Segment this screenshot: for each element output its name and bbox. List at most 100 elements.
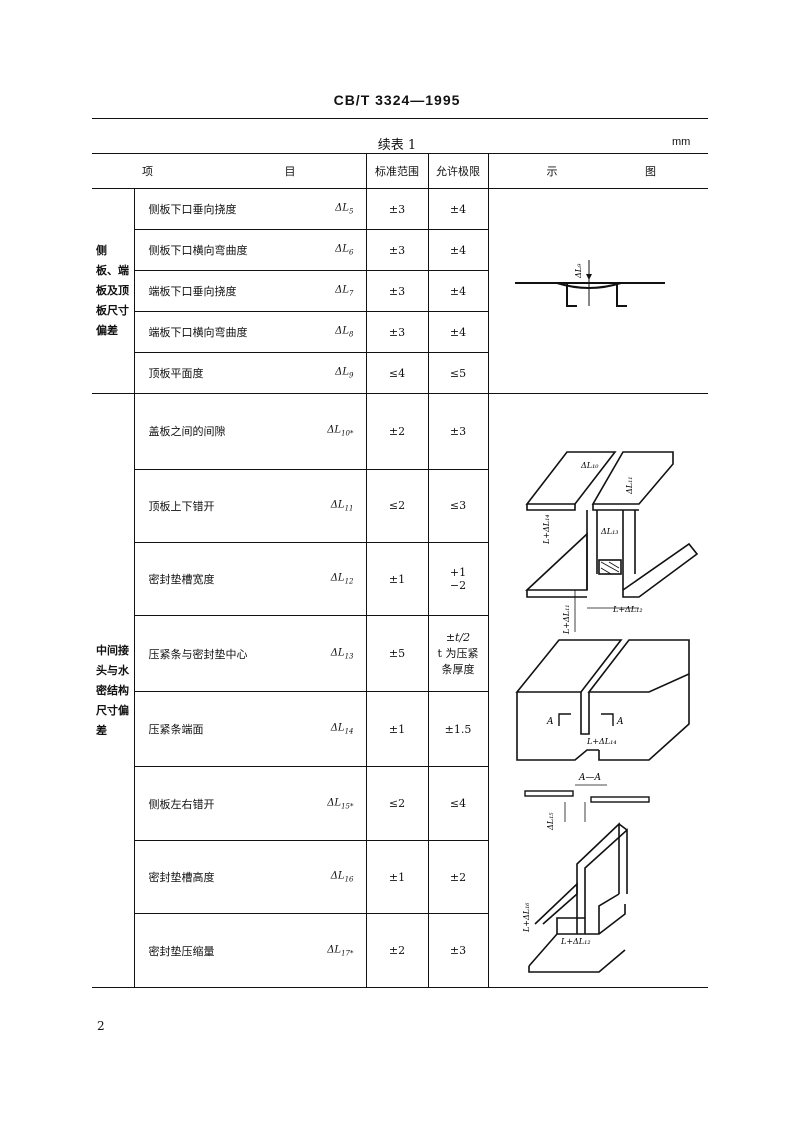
row-symbol: ΔL13	[330, 647, 354, 661]
row-range: ≤2	[365, 469, 429, 543]
row-symbol: ΔL5	[335, 202, 354, 216]
row-symbol: ΔL15*	[327, 797, 354, 811]
row-range: ±2	[365, 913, 429, 988]
row-symbol: ΔL9	[335, 366, 354, 380]
svg-text:A: A	[546, 717, 554, 727]
row-limit: ±4	[427, 311, 488, 353]
figure-2-cell: ΔL₁₀ ΔL₁₁ ΔL₁₃ L+ΔL₁₄ L+ΔL₁₂ L+ΔL₁₁	[487, 393, 708, 988]
svg-text:ΔL₁₅: ΔL₁₅	[546, 812, 555, 831]
svg-text:L+ΔL₁₆: L+ΔL₁₆	[522, 902, 531, 933]
row-range: ±3	[365, 270, 429, 312]
header-range: 标准范围	[365, 153, 429, 189]
svg-text:ΔL₁₁: ΔL₁₁	[625, 476, 634, 495]
row-symbol: ΔL6	[335, 243, 354, 257]
row-symbol: ΔL14	[330, 722, 354, 736]
row-range: ±1	[365, 840, 429, 915]
row-limit: ±2	[427, 840, 488, 915]
row-range: ±5	[365, 615, 429, 692]
svg-text:L+ΔL₁₄: L+ΔL₁₄	[542, 514, 551, 545]
svg-text:L+ΔL₁₁: L+ΔL₁₁	[562, 604, 571, 635]
group-label-1: 侧 板、端板及顶板尺寸偏差	[92, 188, 135, 394]
svg-text:L+ΔL₁₂: L+ΔL₁₂	[560, 937, 591, 946]
svg-text:ΔL₁₀: ΔL₁₀	[580, 461, 599, 470]
row-symbol: ΔL11	[330, 499, 354, 513]
header-item-left: 项	[142, 165, 153, 178]
row-limit: ±3	[427, 393, 489, 470]
deflection-diagram: ΔL₉	[514, 259, 665, 307]
svg-text:ΔL₁₃: ΔL₁₃	[600, 527, 619, 536]
row-limit: ±1.5	[427, 691, 488, 768]
row-symbol: ΔL17*	[327, 944, 354, 958]
row-symbol: ΔL12	[330, 572, 354, 586]
row-limit: ±4	[427, 270, 488, 312]
row-limit: ≤4	[427, 766, 488, 841]
row-limit: ≤3	[427, 469, 488, 543]
header-item-right: 目	[284, 165, 296, 178]
row-limit: +1 −2	[427, 542, 488, 617]
row-limit: ±3	[427, 913, 488, 988]
svg-text:A: A	[616, 717, 624, 727]
row-symbol: ΔL7	[335, 284, 354, 298]
header-fig-left: 示	[546, 165, 558, 178]
row-limit: ≤5	[427, 352, 488, 394]
row-symbol: ΔL10*	[327, 424, 354, 438]
figure-1-cell: ΔL₉	[487, 188, 708, 394]
row-symbol: ΔL16	[330, 870, 354, 884]
joint-seal-diagram: ΔL₁₀ ΔL₁₁ ΔL₁₃ L+ΔL₁₄ L+ΔL₁₂ L+ΔL₁₁	[514, 451, 698, 973]
svg-text:A—A: A—A	[578, 773, 601, 783]
row-range: ≤4	[365, 352, 429, 394]
row-limit: ±t/2 t 为压紧 条厚度	[427, 615, 488, 692]
standard-code: CB/T 3324—1995	[333, 92, 461, 108]
table-header-row: 项目 标准范围 允许极限 示图	[92, 153, 708, 189]
header-figure: 示图	[487, 153, 708, 189]
header-item: 项目	[92, 153, 367, 189]
row-limit: ±4	[427, 229, 488, 271]
row-range: ≤2	[365, 766, 429, 841]
svg-text:L+ΔL₁₂: L+ΔL₁₂	[612, 605, 643, 614]
row-range: ±1	[365, 691, 429, 768]
row-limit: ±4	[427, 188, 489, 230]
header-rule	[92, 118, 708, 119]
row-range: ±3	[365, 229, 429, 271]
unit-label: mm	[672, 136, 691, 148]
row-range: ±1	[365, 542, 429, 617]
row-range: ±2	[365, 393, 429, 470]
page-number: 2	[97, 1019, 105, 1033]
svg-text:L+ΔL₁₄: L+ΔL₁₄	[586, 737, 617, 746]
table-caption: 续表 1	[377, 138, 417, 153]
header-fig-right: 图	[645, 165, 656, 178]
row-range: ±3	[365, 188, 429, 230]
row-symbol: ΔL8	[335, 325, 354, 339]
svg-text:ΔL₉: ΔL₉	[574, 262, 583, 278]
header-limit: 允许极限	[427, 153, 489, 189]
group-label-2: 中间接头与水密结构尺寸偏差	[92, 393, 135, 988]
row-range: ±3	[365, 311, 429, 353]
